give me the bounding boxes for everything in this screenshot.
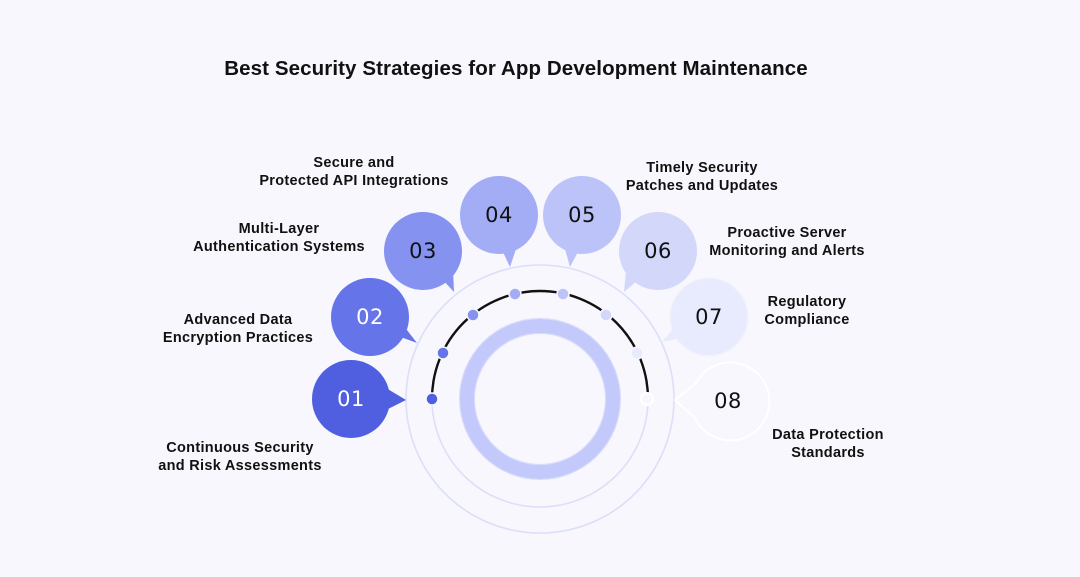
bubble-number-03: 03 bbox=[409, 239, 437, 263]
bubble-02 bbox=[331, 278, 417, 356]
dot-01 bbox=[425, 392, 439, 406]
label-line: Protected API Integrations bbox=[259, 173, 449, 189]
outer-ring bbox=[405, 264, 675, 534]
label-line: Patches and Updates bbox=[625, 178, 779, 194]
strategy-label-03: Multi-Layer Authentication Systems bbox=[170, 220, 388, 256]
bubble-05 bbox=[543, 176, 621, 267]
dot-08 bbox=[640, 392, 654, 406]
label-line: Timely Security bbox=[646, 160, 758, 176]
bubble-01 bbox=[312, 360, 406, 438]
label-line: Data Protection bbox=[772, 427, 884, 443]
dot-06 bbox=[599, 308, 613, 322]
bubble-number-02: 02 bbox=[356, 305, 384, 329]
strategy-label-02: Advanced Data Encryption Practices bbox=[138, 311, 338, 347]
bubble-number-01: 01 bbox=[337, 387, 365, 411]
label-line: Proactive Server bbox=[727, 225, 847, 241]
label-line: Continuous Security bbox=[166, 440, 314, 456]
label-line: Compliance bbox=[764, 312, 850, 328]
label-line: Multi-Layer bbox=[238, 221, 320, 237]
inner-thick-ring bbox=[460, 319, 620, 479]
label-line: Advanced Data bbox=[183, 312, 293, 328]
strategy-label-04: Secure and Protected API Integrations bbox=[236, 154, 472, 190]
strategy-label-01: Continuous Security and Risk Assessments bbox=[140, 439, 340, 475]
label-line: Authentication Systems bbox=[193, 239, 365, 255]
label-line: Secure and bbox=[313, 155, 395, 171]
bubble-number-05: 05 bbox=[568, 203, 596, 227]
label-line: Monitoring and Alerts bbox=[709, 243, 865, 259]
dot-05 bbox=[556, 287, 570, 301]
strategy-label-05: Timely Security Patches and Updates bbox=[604, 159, 800, 195]
strategy-label-06: Proactive Server Monitoring and Alerts bbox=[692, 224, 882, 260]
bubble-number-07: 07 bbox=[695, 305, 723, 329]
dot-02 bbox=[436, 346, 450, 360]
dot-07 bbox=[630, 346, 644, 360]
bubble-04 bbox=[460, 176, 538, 267]
label-line: Standards bbox=[791, 445, 865, 461]
bubble-08 bbox=[673, 361, 771, 442]
bubble-06 bbox=[619, 212, 697, 292]
label-line: and Risk Assessments bbox=[158, 458, 322, 474]
dot-03 bbox=[466, 308, 480, 322]
bubble-07 bbox=[662, 277, 749, 357]
bubble-number-06: 06 bbox=[644, 239, 672, 263]
label-line: Regulatory bbox=[767, 294, 847, 310]
bubble-number-04: 04 bbox=[485, 203, 513, 227]
strategy-label-08: Data Protection Standards bbox=[757, 426, 899, 462]
label-line: Encryption Practices bbox=[162, 330, 314, 346]
bubble-number-08: 08 bbox=[714, 389, 742, 413]
strategy-label-07: Regulatory Compliance bbox=[747, 293, 867, 329]
page-title: Best Security Strategies for App Develop… bbox=[224, 57, 808, 80]
bubble-03 bbox=[384, 212, 462, 292]
dot-04 bbox=[508, 287, 522, 301]
